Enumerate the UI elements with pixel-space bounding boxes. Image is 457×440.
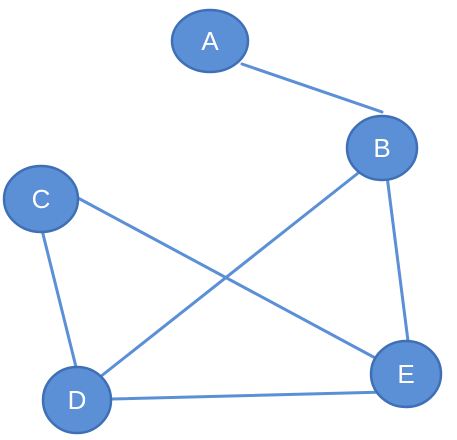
edge-c-e [76,196,381,362]
node-e-circle [369,339,443,409]
edge-d-e [109,390,390,401]
graph-edges [40,62,410,401]
node-d: D [41,365,113,435]
node-a-circle [170,8,250,74]
node-c-circle [2,164,80,234]
node-c: C [2,164,80,234]
node-a: A [170,8,250,74]
edge-b-e [385,174,410,343]
edge-c-d [40,228,78,369]
edge-a-b [240,62,384,114]
node-e-label: E [397,359,414,389]
node-b-circle [345,114,419,182]
node-d-circle [41,365,113,435]
node-d-label: D [68,385,87,415]
node-b-label: B [373,133,390,163]
graph-nodes: A B C D E [2,8,443,435]
node-b: B [345,114,419,182]
node-e: E [369,339,443,409]
edge-b-d [98,168,364,379]
node-a-label: A [201,26,219,56]
node-c-label: C [32,184,51,214]
